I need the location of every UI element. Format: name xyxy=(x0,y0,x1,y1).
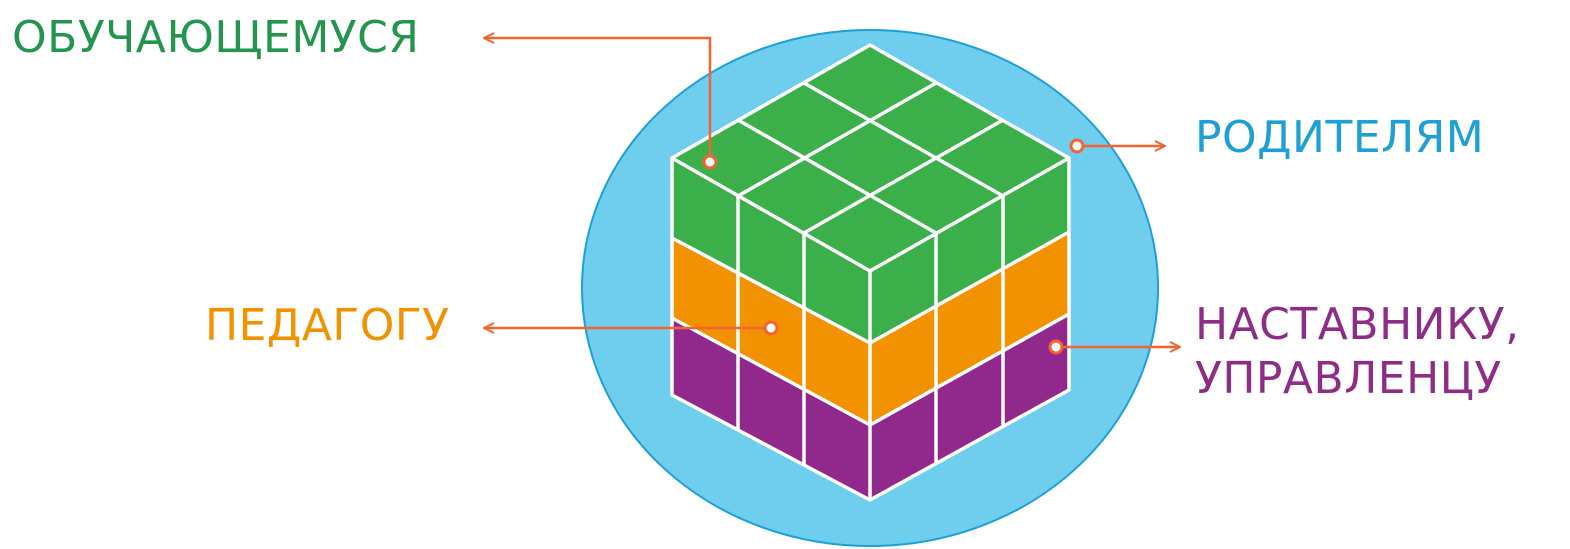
dot-mentor xyxy=(1050,341,1062,353)
label-student: ОБУЧАЮЩЕМУСЯ xyxy=(12,12,419,64)
label-mentor: НАСТАВНИКУ, УПРАВЛЕНЦУ xyxy=(1195,298,1520,406)
label-mentor-line1: НАСТАВНИКУ, xyxy=(1195,298,1520,352)
dot-parents xyxy=(1071,140,1083,152)
label-mentor-line2: УПРАВЛЕНЦУ xyxy=(1195,352,1520,406)
dot-student xyxy=(704,156,716,168)
label-teacher: ПЕДАГОГУ xyxy=(205,300,449,352)
label-parents: РОДИТЕЛЯМ xyxy=(1195,112,1484,164)
dot-teacher xyxy=(765,322,777,334)
